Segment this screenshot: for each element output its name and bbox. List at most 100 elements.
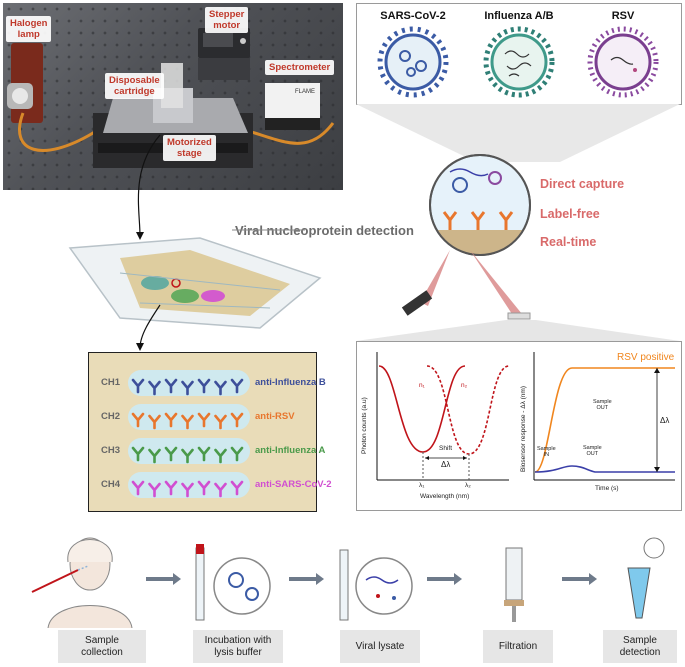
channel-row: CH2 anti-RSV <box>89 403 316 431</box>
virus-name-sars: SARS-CoV-2 <box>380 10 446 22</box>
antibody-icon <box>131 378 145 394</box>
antibody-icon <box>214 448 227 464</box>
label-sample-out-1: Sample OUT <box>593 399 612 411</box>
channel-panel: CH1 anti-Influenza B CH2 anti-RSV CH3 an… <box>88 352 332 512</box>
antibody-icon <box>197 480 211 496</box>
sars-virus-icon <box>377 26 449 98</box>
label-motorized-stage: Motorized stage <box>163 135 216 161</box>
channel-row: CH4 anti-SARS-CoV-2 <box>89 471 332 499</box>
antibody-icon <box>214 380 227 396</box>
flame-logo: FLAME <box>295 89 315 95</box>
step-sample-detection: Sample detection <box>603 630 677 663</box>
channel-row: CH1 anti-Influenza B <box>89 369 326 397</box>
label-sample-in: Sample IN <box>537 446 556 458</box>
influenza-virus-icon <box>483 26 555 98</box>
syringe-icon <box>504 547 524 622</box>
antibody-icon <box>197 446 211 462</box>
person-icon <box>31 537 133 628</box>
channel-id: CH3 <box>101 445 121 456</box>
detection-title: Viral nucleoprotein detection <box>235 223 414 238</box>
right-ylabel: Biosensor response - Δλ (nm) <box>520 386 527 472</box>
label-shift: Shift <box>439 445 453 452</box>
right-xlabel: Time (s) <box>595 485 619 492</box>
cartridge-illustration <box>68 237 322 329</box>
workflow-illustrations <box>31 537 665 628</box>
tube-icon <box>195 544 271 621</box>
step-filtration: Filtration <box>483 630 553 663</box>
curve-rsv <box>534 367 675 473</box>
feature-label-free: Label-free <box>540 207 600 221</box>
antibody-icon <box>148 448 161 464</box>
label-stepper-motor: Stepper motor <box>205 7 249 33</box>
channel-pill <box>128 404 250 430</box>
label-spectrometer: Spectrometer <box>265 60 335 75</box>
virus-name-rsv: RSV <box>611 10 635 22</box>
antibody-label: anti-SARS-CoV-2 <box>255 479 332 490</box>
antibody-icon <box>197 412 211 428</box>
light-beam <box>401 250 531 320</box>
instrument-illustration: FLAME <box>7 28 335 168</box>
channel-pill <box>128 438 250 464</box>
antibody-icon <box>181 414 194 430</box>
curve-n1 <box>378 365 466 453</box>
antibody-label: anti-Influenza A <box>255 445 326 456</box>
workflow-arrow <box>427 573 462 585</box>
antibody-icon <box>148 414 161 430</box>
antibody-icon <box>131 446 145 462</box>
step-viral-lysate: Viral lysate <box>340 630 420 663</box>
virus-illustrations <box>377 26 659 98</box>
label-n2: n₂ <box>461 382 468 389</box>
antibody-icon <box>131 412 145 428</box>
label-lambda2: λ₂ <box>465 482 471 489</box>
step-incubation: Incubation with lysis buffer <box>193 630 283 663</box>
label-n1: n₁ <box>419 382 425 389</box>
label-sample-out-2: Sample OUT <box>583 445 602 457</box>
rsv-virus-icon <box>587 26 659 98</box>
feature-real-time: Real-time <box>540 235 597 249</box>
antibody-label: anti-RSV <box>255 411 295 422</box>
label-delta-left: Δλ <box>441 460 451 469</box>
label-halogen-lamp: Halogen lamp <box>6 16 52 42</box>
antibody-icon <box>164 412 178 428</box>
funnel-shape <box>356 104 680 162</box>
virus-name-flu: Influenza A/B <box>484 10 554 22</box>
workflow-arrow <box>146 573 181 585</box>
channel-id: CH2 <box>101 411 121 422</box>
antibody-icon <box>197 378 211 394</box>
antibody-icon <box>214 482 227 498</box>
channel-id: CH1 <box>101 377 121 388</box>
feature-direct-capture: Direct capture <box>540 177 625 191</box>
antibody-icon <box>181 448 194 464</box>
eppendorf-icon <box>627 537 665 619</box>
antibody-icon <box>148 482 161 498</box>
virus-panel: SARS-CoV-2 Influenza A/B RSV <box>356 3 682 105</box>
graph-funnel <box>356 320 680 341</box>
antibody-icon <box>131 480 145 496</box>
lysate-icon <box>339 549 413 621</box>
resonance-graphs <box>376 352 675 481</box>
workflow-arrow <box>289 573 324 585</box>
rsv-positive-title: RSV positive <box>617 352 675 363</box>
left-ylabel: Photon counts (a.u) <box>361 397 368 454</box>
antibody-icon <box>164 446 178 462</box>
antibody-icon <box>230 378 244 394</box>
antibody-label: anti-Influenza B <box>255 377 326 388</box>
antibody-icon <box>181 482 194 498</box>
label-lambda1: λ₁ <box>419 482 425 489</box>
curve-n2 <box>426 365 510 455</box>
curve-control <box>534 465 675 473</box>
instrument-photo: FLAME Halogen lamp Stepper motor Disposa… <box>3 3 343 190</box>
label-delta-right: Δλ <box>660 416 670 425</box>
channel-pill <box>128 472 250 498</box>
antibody-icon <box>164 480 178 496</box>
channel-row: CH3 anti-Influenza A <box>89 437 325 465</box>
antibody-icon <box>230 412 244 428</box>
channel-id: CH4 <box>101 479 121 490</box>
channel-pill <box>128 370 250 396</box>
antibody-icon <box>148 380 161 396</box>
step-sample-collection: Sample collection <box>58 630 146 663</box>
antibody-icon <box>214 414 227 430</box>
antibody-icon <box>181 380 194 396</box>
antibody-icon <box>164 378 178 394</box>
capture-bubble <box>429 154 531 256</box>
